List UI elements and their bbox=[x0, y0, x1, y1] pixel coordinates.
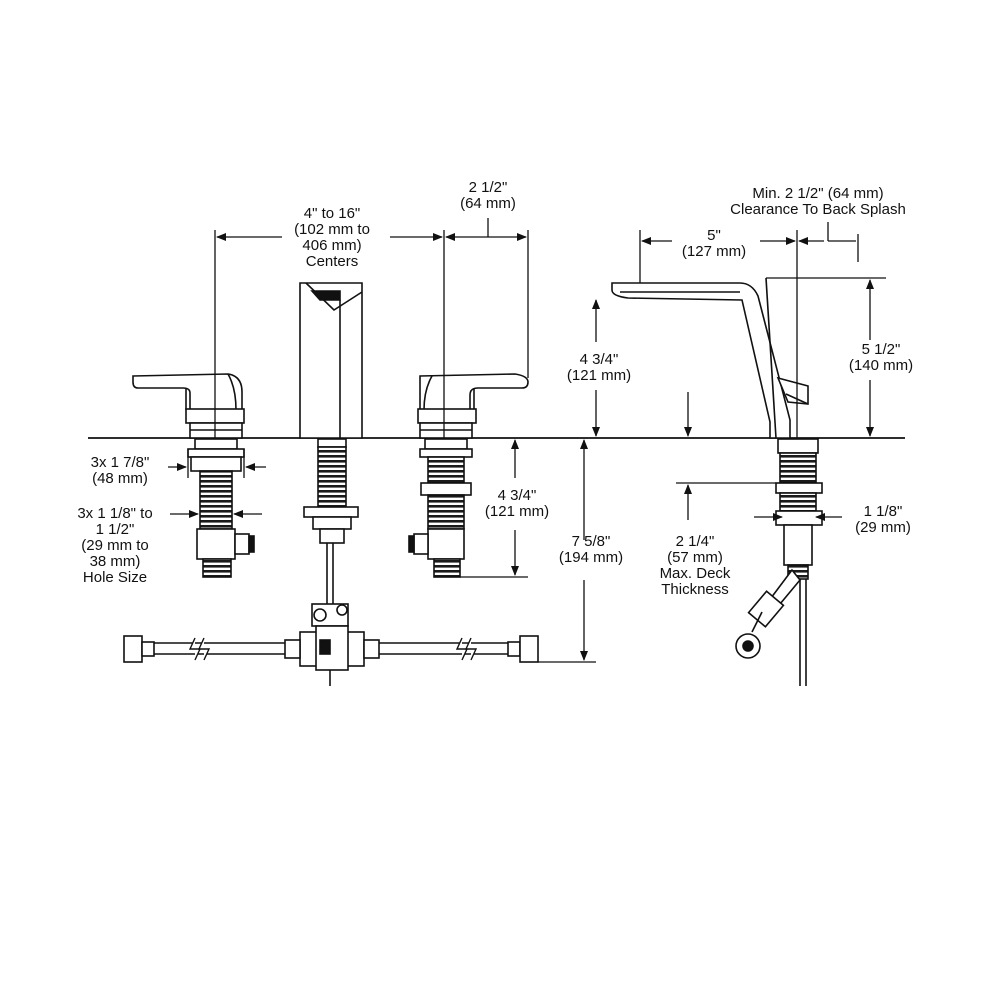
backsplash-clearance-label: Min. 2 1/2" (64 mm)Clearance To Back Spl… bbox=[730, 185, 906, 218]
spout-shank-label: 1 1/8"(29 mm) bbox=[855, 503, 911, 536]
spout-height-label: 5 1/2"(140 mm) bbox=[848, 341, 914, 374]
right-handle bbox=[417, 373, 529, 439]
left-valve bbox=[187, 438, 255, 578]
left-handle bbox=[132, 373, 245, 439]
spout-reach-label: 5"(127 mm) bbox=[681, 227, 747, 260]
handle-height-label: 4 3/4"(121 mm) bbox=[566, 351, 632, 384]
center-spout bbox=[299, 282, 363, 600]
side-view-spout bbox=[611, 277, 823, 686]
handle-width-label: 2 1/2"(64 mm) bbox=[460, 179, 516, 212]
right-valve bbox=[408, 438, 473, 578]
valve-depth-label: 4 3/4"(121 mm) bbox=[484, 487, 550, 520]
total-depth-label: 7 5/8"(194 mm) bbox=[558, 533, 624, 566]
shank-diameter-label: 3x 1 7/8"(48 mm) bbox=[90, 454, 150, 487]
supply-hoses bbox=[123, 600, 539, 686]
dimension-lines bbox=[168, 218, 886, 663]
